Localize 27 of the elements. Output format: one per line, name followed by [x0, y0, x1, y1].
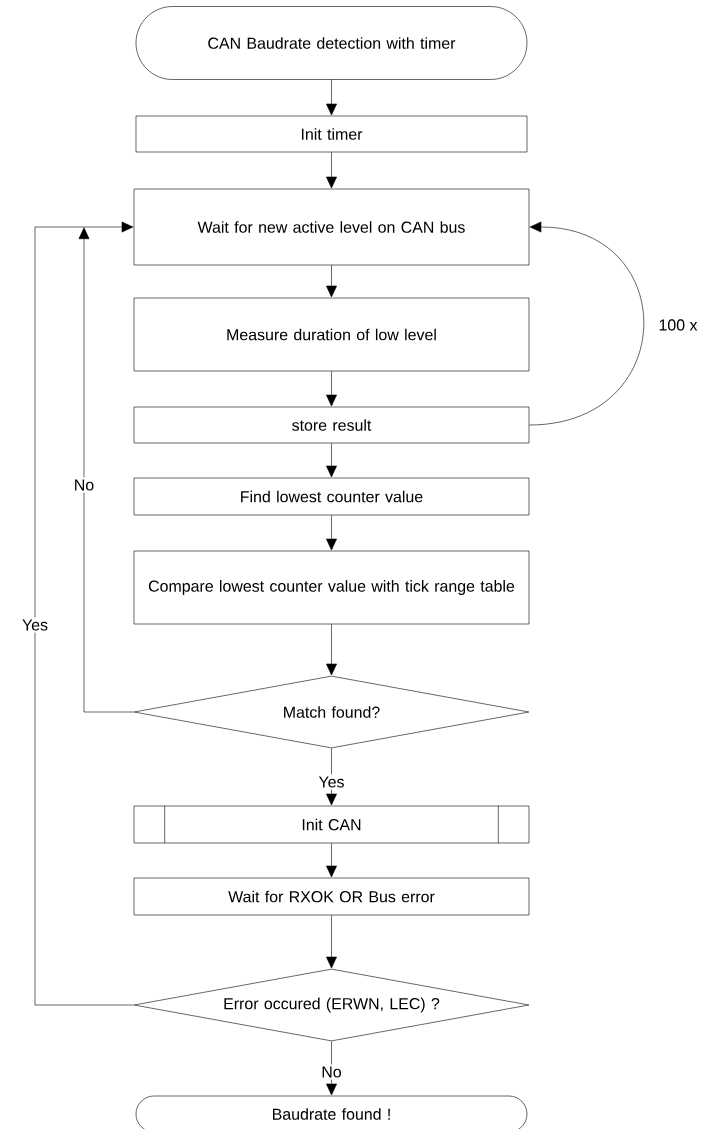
- edge-label: No: [71, 477, 97, 493]
- arrow: [326, 624, 337, 676]
- arrow: [326, 443, 337, 478]
- edge-label: Yes: [20, 617, 50, 633]
- arrow: [326, 748, 337, 806]
- process-box: Wait for RXOK OR Bus error: [133, 877, 530, 916]
- arrow: [326, 1041, 337, 1096]
- process-box: store result: [133, 406, 530, 444]
- arrow: [78, 227, 134, 713]
- arrow: [326, 152, 337, 189]
- arrow: [326, 915, 337, 969]
- arrow: [326, 515, 337, 551]
- arrow: [326, 371, 337, 407]
- edge-label: 100 x: [656, 317, 700, 333]
- arrow: [326, 79, 337, 116]
- edge-label: No: [319, 1064, 344, 1080]
- process-box: Wait for new active level on CAN bus: [133, 188, 530, 266]
- process-box: Compare lowest counter value with tick range table: [133, 550, 530, 625]
- process-box: Find lowest counter value: [133, 477, 530, 516]
- edge-label: Yes: [316, 774, 347, 790]
- arrow: [326, 265, 337, 298]
- process-box: Init timer: [135, 115, 528, 153]
- subprocess-box: Init CAN: [133, 805, 530, 844]
- arrow: [34, 221, 134, 1006]
- process-box: Measure duration of low level: [133, 297, 530, 372]
- arrow: [529, 221, 645, 426]
- arrow: [326, 843, 337, 878]
